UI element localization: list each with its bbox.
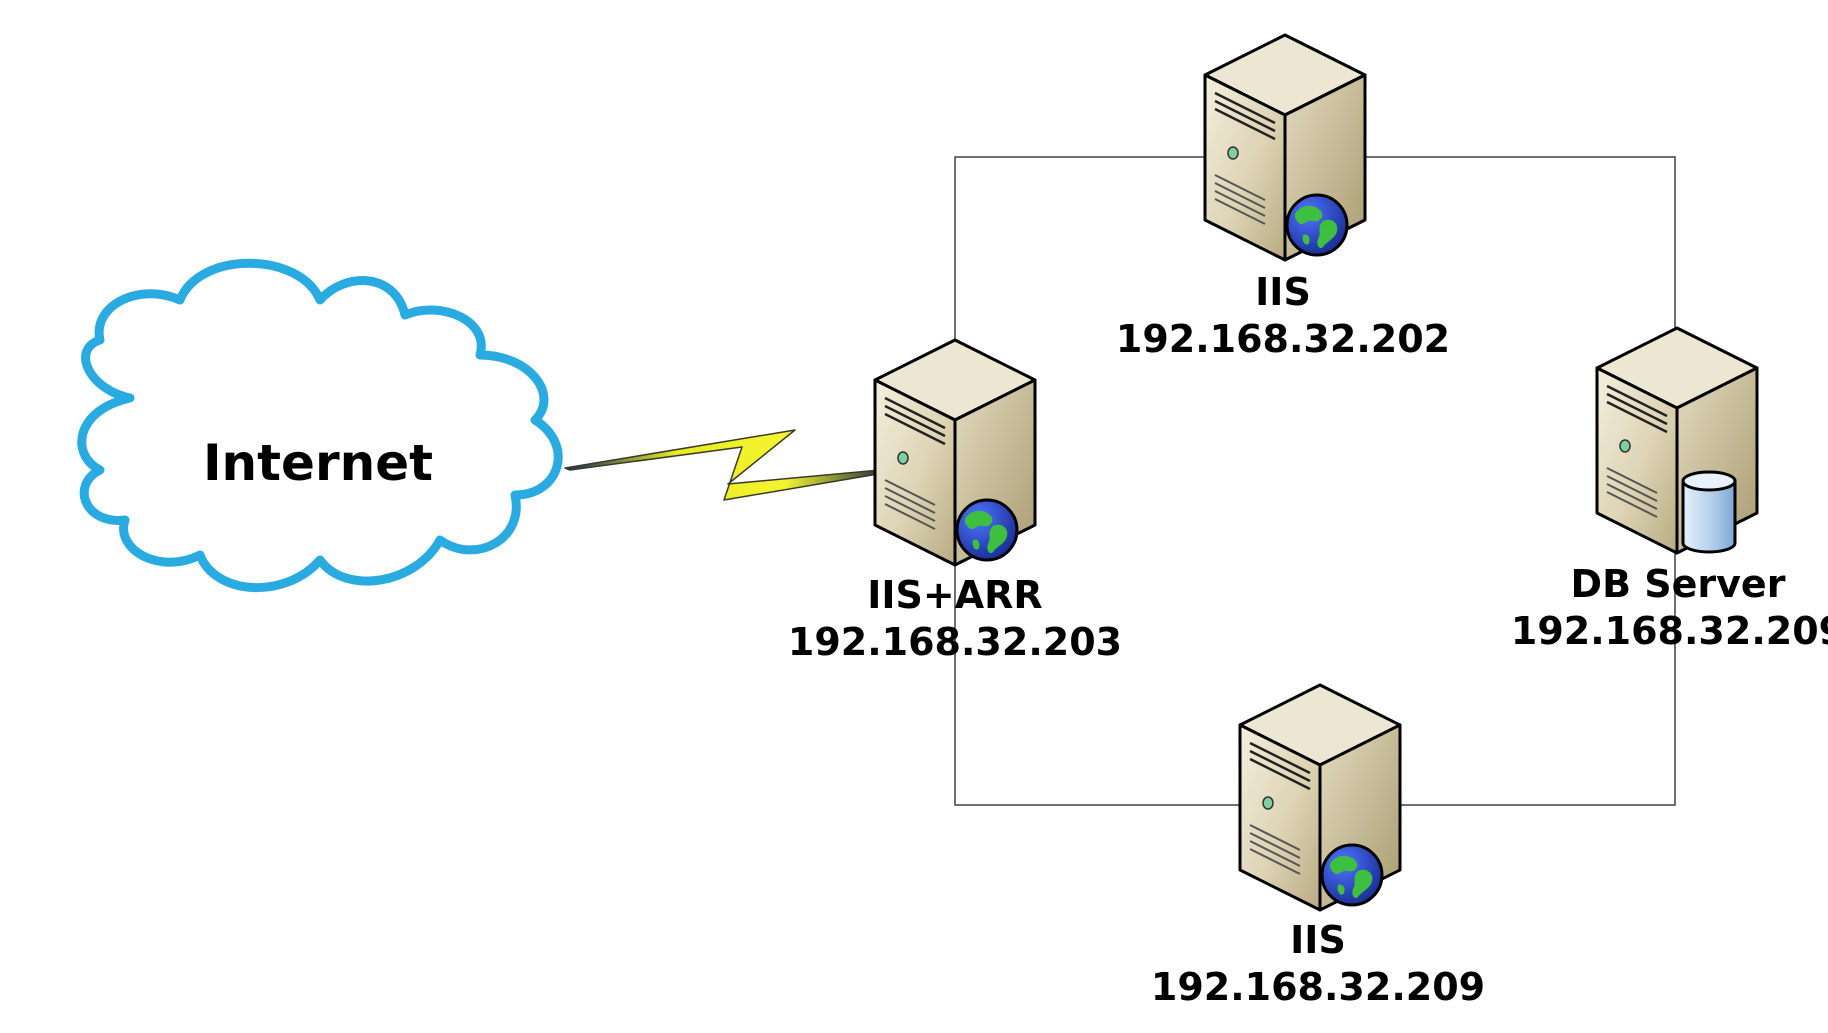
globe-icon — [955, 498, 1019, 562]
node-ip-arr: 192.168.32.203 — [788, 620, 1122, 664]
server-iis-bottom — [1238, 683, 1402, 912]
node-name-iis-bottom: IIS — [1290, 918, 1346, 962]
node-name-iis-top: IIS — [1255, 270, 1311, 314]
server-iis-top — [1203, 33, 1367, 262]
lightning-link-icon — [564, 429, 881, 501]
internet-cloud-icon: Internet — [77, 258, 563, 593]
node-name-db: DB Server — [1571, 562, 1786, 606]
server-iis-arr — [873, 338, 1037, 567]
globe-icon — [1285, 193, 1349, 257]
node-ip-iis-bottom: 192.168.32.209 — [1151, 965, 1485, 1009]
node-ip-iis-top: 192.168.32.202 — [1116, 317, 1450, 361]
globe-icon — [1320, 843, 1384, 907]
node-name-arr: IIS+ARR — [867, 573, 1042, 617]
internet-label: Internet — [203, 434, 433, 492]
node-ip-db: 192.168.32.209 — [1511, 609, 1828, 653]
server-db — [1595, 326, 1759, 555]
database-icon — [1681, 470, 1737, 554]
